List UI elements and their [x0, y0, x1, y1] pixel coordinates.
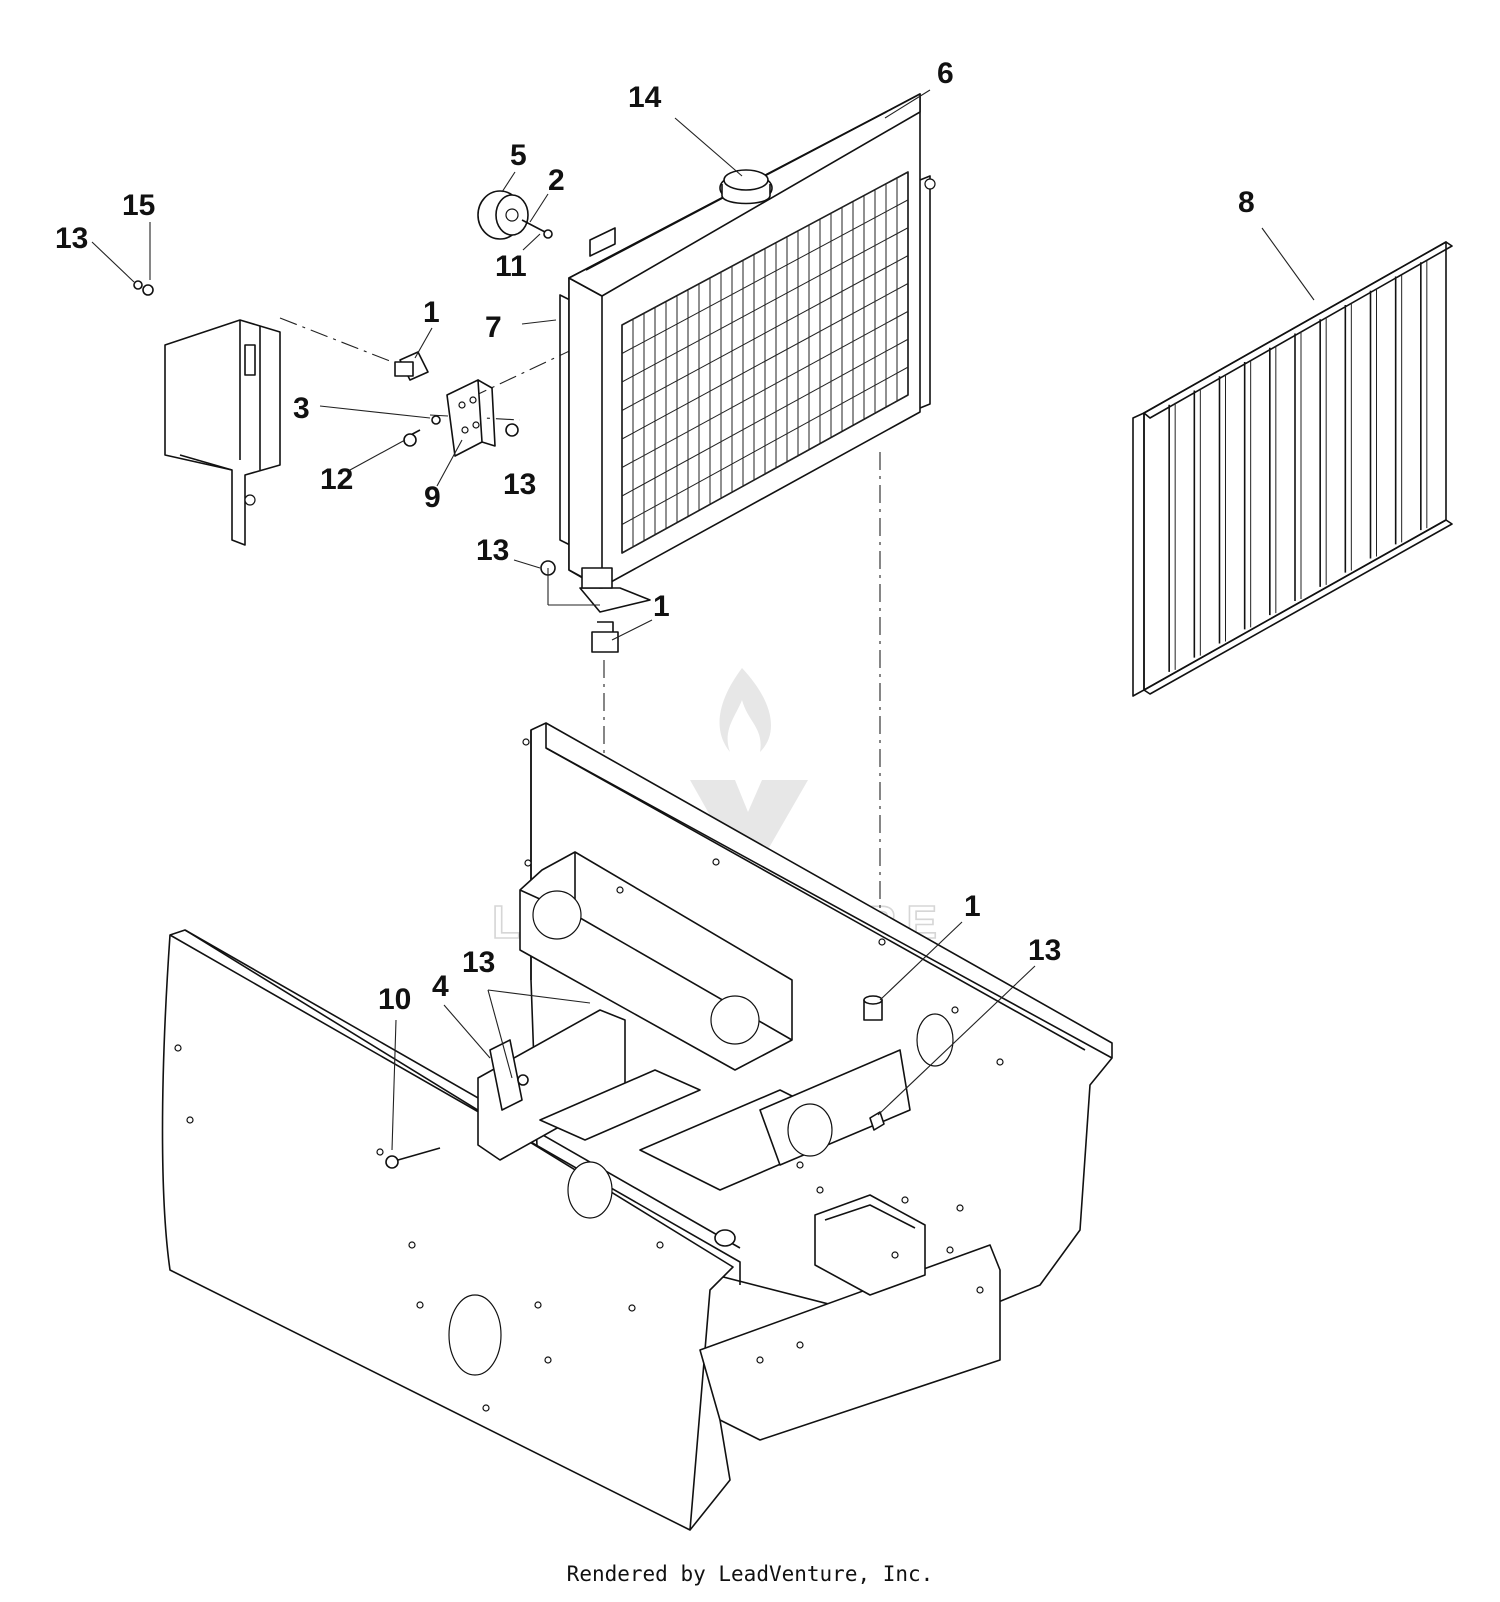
callout-9: 9 [424, 481, 441, 514]
callout-13-radiator-nut: 13 [476, 534, 509, 567]
callout-12: 12 [320, 463, 353, 496]
footer-credit: Rendered by LeadVenture, Inc. [566, 1562, 934, 1586]
callout-2: 2 [548, 164, 565, 197]
callout-4: 4 [432, 970, 449, 1003]
drain-fitting [477, 190, 553, 240]
callout-15: 15 [122, 189, 155, 222]
callout-13-frame-left: 13 [462, 946, 495, 979]
callout-1-radiator: 1 [653, 590, 670, 623]
callout-13-top-left: 13 [55, 222, 88, 255]
leader-lines [91, 89, 1315, 1151]
watermark-flame-icon [719, 668, 772, 752]
callout-5: 5 [510, 139, 527, 172]
mounting-panel-left [133, 280, 281, 546]
grille-screen [1132, 241, 1453, 697]
callout-labels: 14 6 5 2 11 15 13 1 7 3 12 9 13 13 1 8 1… [55, 57, 1255, 1016]
bracket-assembly [394, 351, 519, 457]
callout-7: 7 [485, 311, 502, 344]
callout-13-frame-right: 13 [1028, 934, 1061, 967]
callout-3: 3 [293, 392, 310, 425]
watermark-v-icon [690, 780, 808, 872]
callout-8: 8 [1238, 186, 1255, 219]
callout-13-bracket: 13 [503, 468, 536, 501]
callout-1-bracket: 1 [423, 296, 440, 329]
callout-11: 11 [495, 250, 527, 283]
radiator [559, 93, 936, 613]
callout-10: 10 [378, 983, 411, 1016]
frame-assembly [161, 722, 1113, 1531]
callout-6: 6 [937, 57, 954, 90]
radiator-cap [719, 169, 773, 205]
callout-1-frame: 1 [964, 890, 981, 923]
callout-14: 14 [628, 81, 662, 114]
